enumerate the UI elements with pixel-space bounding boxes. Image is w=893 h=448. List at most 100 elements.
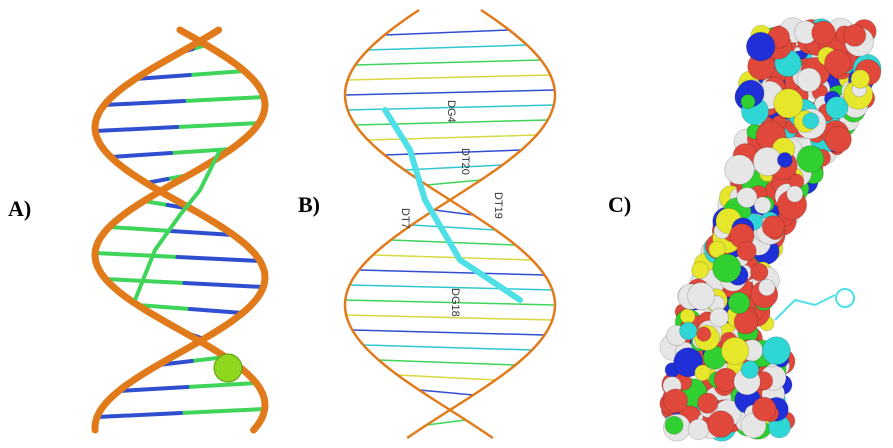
surface-atom bbox=[811, 20, 836, 46]
base-pair-rung bbox=[175, 255, 262, 263]
base-pair-rung bbox=[182, 281, 266, 289]
base-pair-sticks bbox=[378, 359, 516, 366]
surface-atom bbox=[796, 145, 825, 173]
surface-atom bbox=[750, 263, 769, 282]
base-pair-sticks bbox=[419, 389, 474, 396]
ligand-sticks bbox=[133, 149, 222, 301]
surface-atom bbox=[758, 278, 776, 297]
surface-atom bbox=[824, 49, 852, 77]
base-pair-sticks bbox=[345, 299, 556, 306]
residue-label: DT7 bbox=[399, 208, 411, 229]
base-pair-sticks bbox=[397, 374, 496, 381]
base-pair-rung bbox=[175, 121, 262, 129]
base-pair-rung bbox=[116, 385, 190, 393]
base-pair-sticks bbox=[359, 269, 545, 276]
base-pair-rung bbox=[169, 229, 236, 237]
surface-atom bbox=[664, 415, 684, 435]
base-pair-sticks bbox=[372, 254, 533, 261]
surface-atom bbox=[761, 336, 791, 366]
ligand-sticks bbox=[382, 107, 523, 303]
base-pair-sticks bbox=[384, 29, 510, 36]
surface-atom bbox=[786, 185, 804, 203]
base-pair-rung bbox=[133, 73, 192, 81]
surface-atom bbox=[776, 152, 793, 168]
surface-atom bbox=[694, 364, 711, 382]
base-pair-sticks bbox=[355, 59, 541, 66]
base-pair-rung bbox=[187, 69, 247, 77]
surface-atom bbox=[712, 253, 742, 283]
base-pair-sticks bbox=[426, 179, 481, 186]
base-pair-rung bbox=[108, 151, 174, 159]
base-pair-rung bbox=[107, 225, 174, 233]
surface-atom bbox=[761, 215, 785, 239]
residue-label: DG18 bbox=[449, 288, 461, 317]
surface-atom bbox=[802, 112, 820, 130]
backbone-strand-2 bbox=[91, 26, 269, 434]
surface-atom bbox=[740, 360, 760, 379]
base-pair-sticks bbox=[355, 119, 548, 126]
surface-atom bbox=[736, 186, 758, 209]
base-pair-sticks bbox=[384, 149, 522, 156]
surface-atom bbox=[687, 282, 716, 311]
surface-atom bbox=[740, 94, 756, 110]
surface-atom bbox=[850, 69, 871, 89]
base-pair-sticks bbox=[367, 134, 537, 141]
ligand-sticks bbox=[774, 294, 836, 321]
surface-atom bbox=[751, 396, 777, 422]
surface-atom bbox=[824, 125, 852, 153]
surface-atom bbox=[825, 96, 849, 120]
panel-label-b: B) bbox=[298, 192, 320, 217]
metal-ion bbox=[213, 353, 243, 383]
panel-label-a: A) bbox=[8, 196, 32, 221]
base-pair-sticks bbox=[347, 104, 554, 111]
base-pair-sticks bbox=[411, 224, 496, 231]
base-pair-rung bbox=[93, 251, 180, 259]
base-pair-rung bbox=[169, 147, 234, 155]
surface-atom bbox=[753, 196, 772, 215]
surface-atom bbox=[697, 392, 719, 414]
surface-atom bbox=[679, 308, 696, 325]
base-pair-sticks bbox=[344, 89, 555, 96]
surface-atom bbox=[679, 321, 698, 341]
base-pair-rung bbox=[93, 125, 180, 133]
residue-label: DT20 bbox=[459, 148, 471, 175]
base-pair-sticks bbox=[367, 44, 528, 51]
base-pair-sticks bbox=[352, 329, 545, 336]
dna-surface-panel bbox=[659, 17, 882, 442]
base-pair-rung bbox=[185, 381, 259, 389]
base-pair-sticks bbox=[363, 344, 533, 351]
base-pair-rung bbox=[102, 99, 187, 107]
backbone-strand-1 bbox=[343, 8, 557, 440]
surface-atom bbox=[843, 23, 867, 47]
base-pair-rung bbox=[135, 303, 193, 311]
surface-atom bbox=[691, 261, 710, 280]
base-pair-rung bbox=[178, 407, 267, 415]
surface-atom bbox=[720, 336, 750, 366]
base-pair-sticks bbox=[347, 74, 551, 81]
backbone-strand-2 bbox=[343, 8, 557, 440]
base-pair-sticks bbox=[346, 314, 553, 321]
residue-label: DG4 bbox=[445, 100, 457, 123]
dna-cartoon-panel bbox=[91, 26, 269, 434]
panel-label-c: C) bbox=[608, 192, 632, 217]
base-pair-rung bbox=[103, 277, 187, 285]
surface-atom bbox=[696, 326, 712, 342]
surface-atom bbox=[736, 240, 757, 262]
base-pair-rung bbox=[95, 411, 183, 419]
surface-atom bbox=[663, 388, 689, 414]
surface-atom bbox=[773, 88, 804, 119]
surface-atom bbox=[709, 307, 729, 328]
base-pair-sticks bbox=[426, 419, 466, 426]
base-pair-sticks bbox=[404, 164, 503, 171]
base-pair-rung bbox=[182, 95, 266, 103]
base-pair-rung bbox=[188, 307, 245, 315]
dna-stick-panel: DG4 DT20 DT19 DT7 DG18 bbox=[343, 8, 557, 440]
surface-atom bbox=[745, 31, 776, 62]
base-pair-sticks bbox=[349, 284, 553, 291]
surface-atom bbox=[724, 154, 755, 185]
base-pair-sticks bbox=[434, 209, 474, 216]
surface-atom bbox=[727, 291, 751, 315]
surface-atom bbox=[796, 67, 822, 93]
surface-atom bbox=[706, 410, 735, 439]
